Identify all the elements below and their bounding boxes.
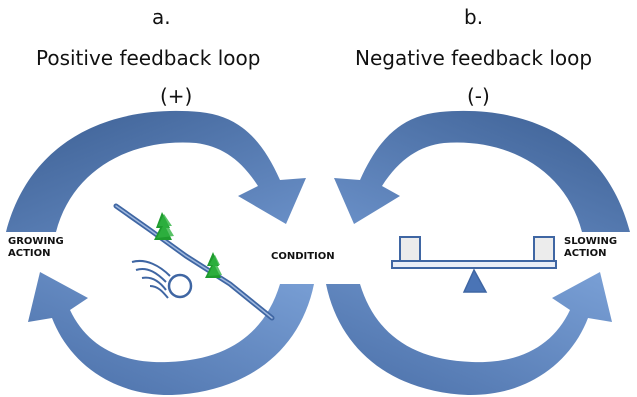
slowing-label-line2: ACTION bbox=[564, 248, 607, 259]
panel-a-sign: (+) bbox=[160, 84, 193, 108]
loop-a-top-arrow bbox=[6, 110, 306, 232]
tree-icon bbox=[154, 212, 174, 240]
loop-b-bottom-arrow bbox=[326, 272, 612, 396]
slope-illustration bbox=[113, 203, 275, 321]
panel-b-title: Negative feedback loop bbox=[355, 46, 593, 70]
slowing-action-label: SLOWING ACTION bbox=[564, 236, 617, 260]
growing-label-line2: ACTION bbox=[8, 248, 51, 259]
panel-b-letter: b. bbox=[464, 5, 484, 29]
panel-b-sign: (-) bbox=[467, 84, 490, 108]
loop-a-bottom-arrow bbox=[28, 272, 314, 396]
rolling-ball-icon bbox=[131, 260, 193, 299]
panel-a-letter: a. bbox=[152, 5, 171, 29]
panel-a-title: Positive feedback loop bbox=[36, 46, 261, 70]
tree-icon bbox=[205, 252, 222, 278]
loop-b-top-arrow bbox=[334, 110, 630, 232]
condition-label: CONDITION bbox=[271, 251, 335, 262]
growing-label-line1: GROWING bbox=[8, 236, 64, 247]
slowing-label-line1: SLOWING bbox=[564, 236, 618, 247]
balance-scale-icon bbox=[391, 236, 557, 293]
growing-action-label: GROWING ACTION bbox=[8, 236, 64, 260]
